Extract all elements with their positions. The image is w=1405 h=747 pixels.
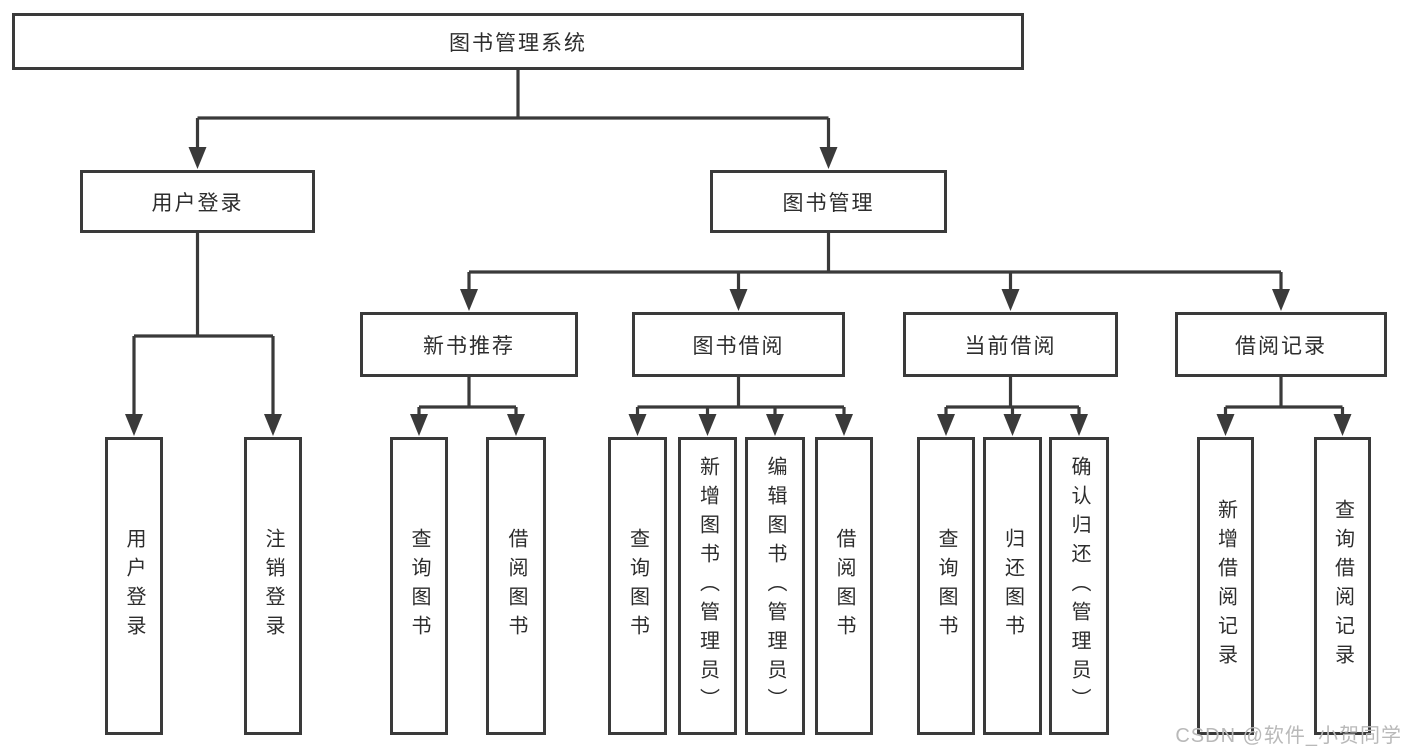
- arrowhead: [729, 289, 748, 311]
- leaf-return-books: 归还图书: [983, 437, 1042, 735]
- node-label: 查询图书: [626, 528, 649, 644]
- leaf-add-book-admin: 新增图书（管理员）: [678, 437, 737, 735]
- arrowhead: [125, 414, 143, 436]
- leaf-confirm-return-admin: 确认归还（管理员）: [1049, 437, 1109, 735]
- leaf-logout: 注销登录: [244, 437, 302, 735]
- leaf-query-books-recommend: 查询图书: [390, 437, 448, 735]
- node-label: 归还图书: [1001, 528, 1024, 644]
- node-new-book-recommendation: 新书推荐: [360, 312, 578, 377]
- leaf-query-books-borrowing: 查询图书: [608, 437, 667, 735]
- arrowhead: [460, 289, 478, 311]
- node-label: 查询借阅记录: [1331, 499, 1354, 673]
- node-current-borrowing: 当前借阅: [903, 312, 1118, 377]
- arrowhead: [1003, 414, 1022, 436]
- arrowhead: [1333, 414, 1352, 436]
- arrowhead: [264, 414, 282, 436]
- arrowhead: [188, 147, 207, 169]
- arrowhead: [835, 414, 853, 436]
- node-label: 编辑图书（管理员）: [764, 455, 786, 717]
- leaf-user-login: 用户登录: [105, 437, 163, 735]
- leaf-query-borrow-record: 查询借阅记录: [1314, 437, 1371, 735]
- arrowhead: [410, 414, 428, 436]
- leaf-query-books-current: 查询图书: [917, 437, 975, 735]
- arrowhead: [628, 414, 647, 436]
- leaf-borrow-books-borrowing: 借阅图书: [815, 437, 873, 735]
- node-label: 用户登录: [123, 528, 145, 644]
- node-label: 新增借阅记录: [1214, 499, 1237, 673]
- leaf-edit-book-admin: 编辑图书（管理员）: [745, 437, 805, 735]
- node-label: 注销登录: [262, 528, 284, 644]
- node-borrowing-records: 借阅记录: [1175, 312, 1387, 377]
- arrowhead: [507, 414, 525, 436]
- csdn-watermark: CSDN @软件_小贺同学: [1175, 725, 1402, 747]
- leaf-borrow-books-recommend: 借阅图书: [486, 437, 546, 735]
- node-label: 查询图书: [935, 528, 957, 644]
- arrowhead: [766, 414, 784, 436]
- arrowhead: [1070, 414, 1088, 436]
- arrowhead: [1216, 414, 1235, 436]
- node-book-borrowing: 图书借阅: [632, 312, 845, 377]
- arrowhead: [937, 414, 955, 436]
- node-user-login: 用户登录: [80, 170, 315, 233]
- node-label: 查询图书: [408, 528, 430, 644]
- node-library-management-system: 图书管理系统: [12, 13, 1024, 70]
- leaf-add-borrow-record: 新增借阅记录: [1197, 437, 1254, 735]
- arrowhead: [1001, 289, 1020, 311]
- node-label: 借阅图书: [833, 528, 855, 644]
- arrowhead: [819, 147, 838, 169]
- arrowhead: [698, 414, 717, 436]
- node-book-management: 图书管理: [710, 170, 947, 233]
- node-label: 新增图书（管理员）: [696, 455, 719, 717]
- node-label: 借阅图书: [505, 528, 527, 644]
- node-label: 确认归还（管理员）: [1068, 455, 1090, 717]
- arrowhead: [1272, 289, 1290, 311]
